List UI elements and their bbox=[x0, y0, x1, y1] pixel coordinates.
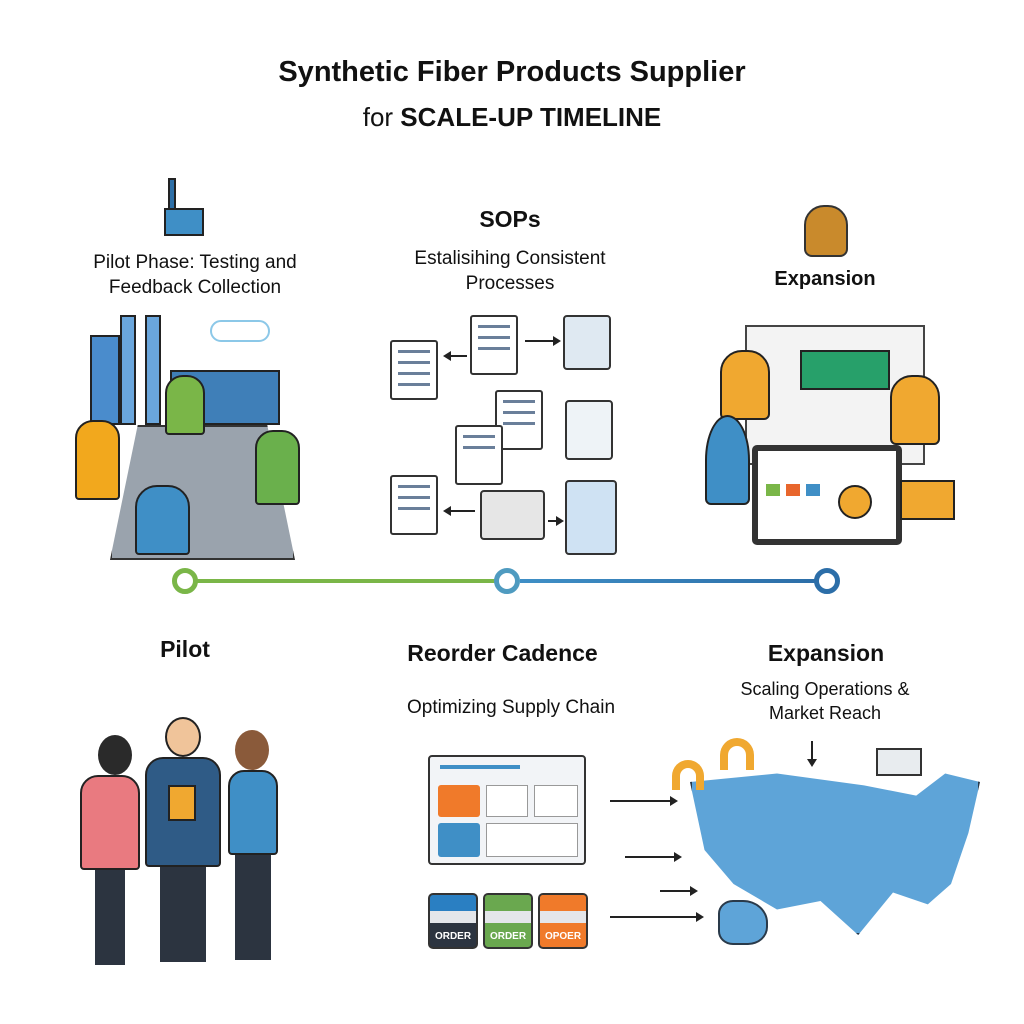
pilot-workshop-illustration bbox=[70, 315, 315, 560]
order-calendar-green[interactable]: ORDER bbox=[483, 893, 533, 949]
arrow-right-icon bbox=[660, 886, 698, 896]
timeline-node-expansion[interactable] bbox=[814, 568, 840, 594]
reorder-text: Optimizing Supply Chain bbox=[406, 697, 616, 718]
timeline-line-blue bbox=[520, 579, 816, 583]
expansion-dashboard-illustration bbox=[700, 320, 965, 565]
factory-icon bbox=[164, 178, 204, 238]
arrow-down-icon bbox=[811, 741, 813, 765]
team-illustration bbox=[70, 715, 290, 975]
magnet-icon bbox=[720, 738, 754, 770]
arrow-right-icon bbox=[610, 796, 678, 806]
sops-text: Estalisihing Consistent Processes bbox=[414, 248, 606, 294]
page-title: Synthetic Fiber Products Supplier bbox=[278, 56, 746, 88]
page-subtitle: for SCALE-UP TIMELINE bbox=[362, 102, 662, 132]
pilot-phase-text: Pilot Phase: Testing and Feedback Collec… bbox=[93, 252, 297, 298]
timeline-node-pilot[interactable] bbox=[172, 568, 198, 594]
reorder-title: Reorder Cadence bbox=[407, 640, 598, 666]
expansion-bottom-text: Scaling Operations & Market Reach bbox=[740, 679, 910, 723]
alaska-map bbox=[718, 900, 768, 945]
arrow-right-icon bbox=[610, 912, 704, 922]
order-calendar-blue[interactable]: ORDER bbox=[428, 893, 478, 949]
expansion-top-title: Expansion bbox=[774, 268, 876, 290]
sops-title: SOPs bbox=[479, 206, 541, 232]
sop-flow-diagram bbox=[385, 310, 625, 560]
order-calendar-orange[interactable]: OPOER bbox=[538, 893, 588, 949]
timeline-line-green bbox=[196, 579, 496, 583]
expansion-bottom-title: Expansion bbox=[767, 640, 885, 666]
arrow-right-icon bbox=[625, 852, 682, 862]
hair-icon bbox=[804, 205, 848, 257]
timeline-node-sops[interactable] bbox=[494, 568, 520, 594]
warehouse-icon bbox=[876, 748, 922, 776]
magnet-icon bbox=[672, 760, 704, 790]
supply-chain-dashboard bbox=[428, 755, 586, 865]
pilot-bottom-title: Pilot bbox=[160, 636, 210, 662]
